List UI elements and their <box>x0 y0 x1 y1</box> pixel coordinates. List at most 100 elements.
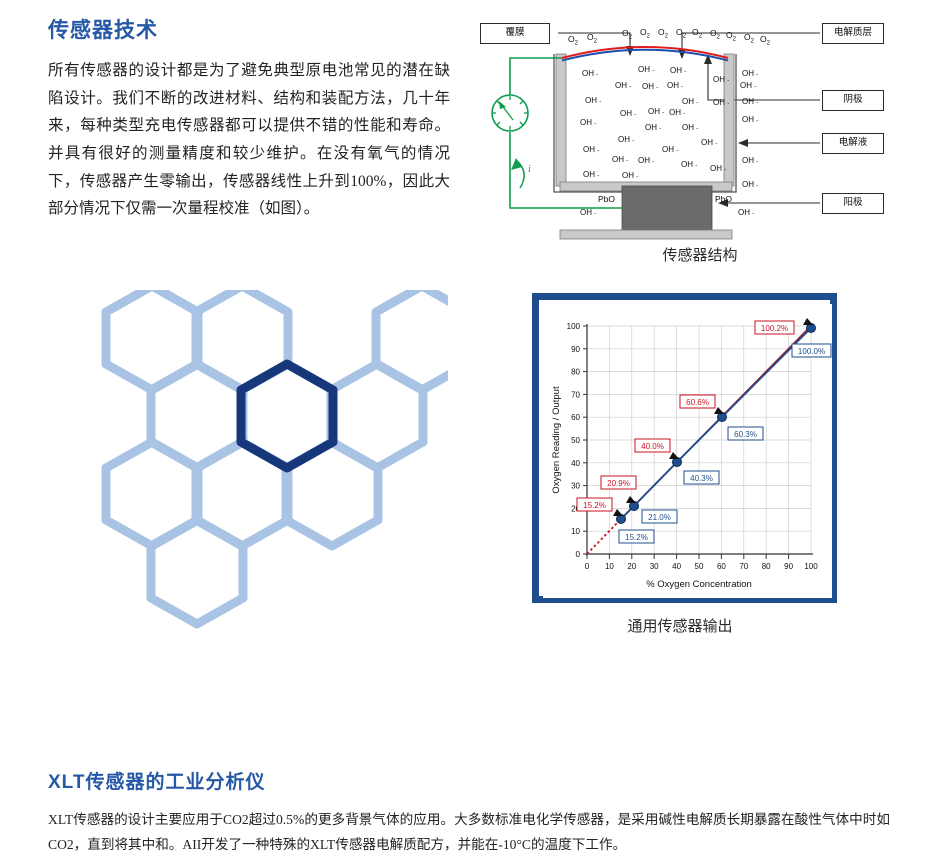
svg-text:15.2%: 15.2% <box>583 501 606 510</box>
svg-text:60.6%: 60.6% <box>686 398 709 407</box>
svg-text:0: 0 <box>576 550 581 559</box>
chart-caption: 通用传感器输出 <box>627 619 733 635</box>
y-tick-labels: 100 90 80 70 60 50 40 30 20 10 0 <box>567 322 581 559</box>
blue-label-5: 100.0% <box>791 343 832 358</box>
svg-text:OH -: OH - <box>622 171 638 180</box>
svg-text:OH -: OH - <box>740 81 756 90</box>
svg-text:OH -: OH - <box>642 82 658 91</box>
svg-text:OH -: OH - <box>682 97 698 106</box>
svg-text:OH -: OH - <box>585 96 601 105</box>
svg-text:OH -: OH - <box>618 135 634 144</box>
red-dotted-segment <box>586 518 622 555</box>
svg-text:40.0%: 40.0% <box>641 442 664 451</box>
svg-text:20: 20 <box>571 504 580 513</box>
x-axis-label: % Oxygen Concentration <box>646 579 752 590</box>
sensor-cell-svg: O2 O2 O2 O2 O2 O2 O2 O2 O2 O2 O2 OH - OH… <box>491 27 820 240</box>
anode-block <box>621 185 713 231</box>
hexagon-cell <box>371 290 448 395</box>
circuit-wire <box>509 57 622 209</box>
svg-text:O2: O2 <box>710 28 721 41</box>
svg-text:OH -: OH - <box>669 108 685 117</box>
y-axis-label: Oxygen Reading / Output <box>551 386 562 494</box>
svg-text:100: 100 <box>567 322 581 331</box>
svg-text:OH -: OH - <box>662 145 678 154</box>
red-data-labels: 15.2% 20.9% 40.0% 60.6% <box>576 320 795 512</box>
blue-label-4: 60.3% <box>727 426 764 441</box>
svg-text:OH -: OH - <box>667 81 683 90</box>
svg-text:30: 30 <box>571 482 580 491</box>
hexagon-cell-accent <box>236 359 338 473</box>
svg-text:50: 50 <box>571 436 580 445</box>
hexagon-cell <box>146 515 248 629</box>
red-label-1: 15.2% <box>576 497 613 512</box>
top-section: 传感器技术 所有传感器的设计都是为了避免典型原电池常见的潜在缺陷设计。我们不断的… <box>0 0 930 290</box>
svg-text:OH -: OH - <box>742 180 758 189</box>
svg-text:90: 90 <box>784 562 793 571</box>
svg-text:OH -: OH - <box>580 208 596 217</box>
calibration-chart: 100 90 80 70 60 50 40 30 20 10 0 0 10 20 <box>543 304 832 598</box>
svg-text:OH -: OH - <box>742 156 758 165</box>
x-tick-labels: 0 10 20 30 40 50 60 70 80 90 100 <box>585 562 818 571</box>
svg-text:PbO: PbO <box>598 194 615 204</box>
svg-text:O2: O2 <box>622 28 633 41</box>
svg-text:OH -: OH - <box>742 97 758 106</box>
svg-text:OH -: OH - <box>582 69 598 78</box>
svg-text:70: 70 <box>571 390 580 399</box>
svg-text:OH -: OH - <box>681 160 697 169</box>
red-label-4: 60.6% <box>679 394 716 409</box>
svg-text:OH -: OH - <box>670 66 686 75</box>
svg-text:15.2%: 15.2% <box>625 533 648 542</box>
svg-text:20: 20 <box>627 562 636 571</box>
svg-text:O2: O2 <box>640 27 651 40</box>
svg-text:40: 40 <box>571 459 580 468</box>
svg-text:O2: O2 <box>587 32 598 45</box>
svg-text:OH -: OH - <box>713 98 729 107</box>
blue-label-2: 21.0% <box>641 509 678 524</box>
current-label: i <box>528 164 531 175</box>
chart-border-frame: 100 90 80 70 60 50 40 30 20 10 0 0 10 20 <box>532 293 837 603</box>
xlt-section: XLT传感器的工业分析仪 XLT传感器的设计主要应用于CO2超过0.5%的更多背… <box>0 772 930 857</box>
svg-text:10: 10 <box>605 562 614 571</box>
pbo-labels: PbO PbO <box>598 194 732 204</box>
svg-text:OH -: OH - <box>645 123 661 132</box>
svg-text:OH -: OH - <box>682 123 698 132</box>
xlt-heading: XLT传感器的工业分析仪 <box>48 772 266 793</box>
sensor-diagram: O2 O2 O2 O2 O2 O2 O2 O2 O2 O2 O2 OH - OH… <box>470 0 930 240</box>
red-label-2: 20.9% <box>600 475 637 490</box>
callout-electrolyte: 电解液 <box>822 133 884 154</box>
page-title: 传感器技术 <box>48 19 158 42</box>
red-label-5: 100.2% <box>754 320 795 335</box>
svg-text:100.2%: 100.2% <box>761 324 788 333</box>
callout-cathode: 阴极 <box>822 90 884 111</box>
svg-text:O2: O2 <box>692 27 703 40</box>
svg-text:OH -: OH - <box>713 75 729 84</box>
svg-text:40.3%: 40.3% <box>690 474 713 483</box>
sensor-structure-figure: O2 O2 O2 O2 O2 O2 O2 O2 O2 O2 O2 OH - OH… <box>470 0 930 290</box>
svg-text:O2: O2 <box>676 27 687 40</box>
svg-text:OH -: OH - <box>615 81 631 90</box>
svg-text:10: 10 <box>571 527 580 536</box>
svg-text:80: 80 <box>762 562 771 571</box>
svg-text:OH -: OH - <box>583 145 599 154</box>
hexagon-cluster-svg <box>101 290 448 629</box>
svg-text:OH -: OH - <box>620 109 636 118</box>
svg-text:80: 80 <box>571 368 580 377</box>
svg-text:40: 40 <box>672 562 681 571</box>
svg-text:50: 50 <box>695 562 704 571</box>
svg-text:OH -: OH - <box>638 65 654 74</box>
svg-text:60.3%: 60.3% <box>734 430 757 439</box>
svg-text:OH -: OH - <box>648 107 664 116</box>
svg-text:OH -: OH - <box>742 115 758 124</box>
svg-text:100: 100 <box>804 562 818 571</box>
svg-text:20.9%: 20.9% <box>607 479 630 488</box>
hexagon-graphic <box>0 290 470 680</box>
oxygen-labels: O2 O2 O2 O2 O2 O2 O2 O2 O2 O2 O2 <box>568 27 771 47</box>
svg-text:OH -: OH - <box>583 170 599 179</box>
svg-text:90: 90 <box>571 345 580 354</box>
sensor-tech-text-column: 传感器技术 所有传感器的设计都是为了避免典型原电池常见的潜在缺陷设计。我们不断的… <box>0 0 470 290</box>
svg-text:21.0%: 21.0% <box>648 513 671 522</box>
meter-icon <box>491 94 529 132</box>
middle-section: 100 90 80 70 60 50 40 30 20 10 0 0 10 20 <box>0 290 930 680</box>
svg-text:30: 30 <box>650 562 659 571</box>
svg-text:O2: O2 <box>744 32 755 45</box>
